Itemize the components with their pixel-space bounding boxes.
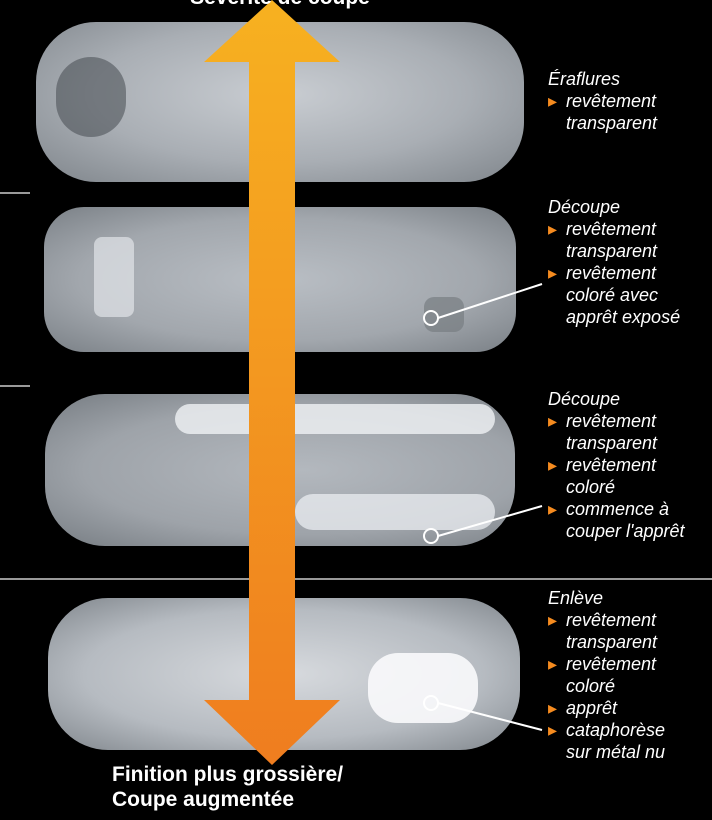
label-cut-into-primer: Découpe revêtement transparent revêtemen… [548,388,685,542]
label-remove-to-bare-metal: Enlève revêtement transparent revêtement… [548,587,665,763]
top-title: Sévérité de coupe [150,0,410,10]
callout-leader [424,284,542,325]
label-cut-exposed-primer: Découpe revêtement transparent revêtemen… [548,196,680,328]
bottom-title: Finition plus grossière/ Coupe augmentée [112,762,343,812]
severity-double-arrow [204,0,340,765]
callout-leader [424,506,542,543]
label-scratches: Éraflures revêtement transparent [548,68,657,134]
callout-leader [424,696,542,730]
